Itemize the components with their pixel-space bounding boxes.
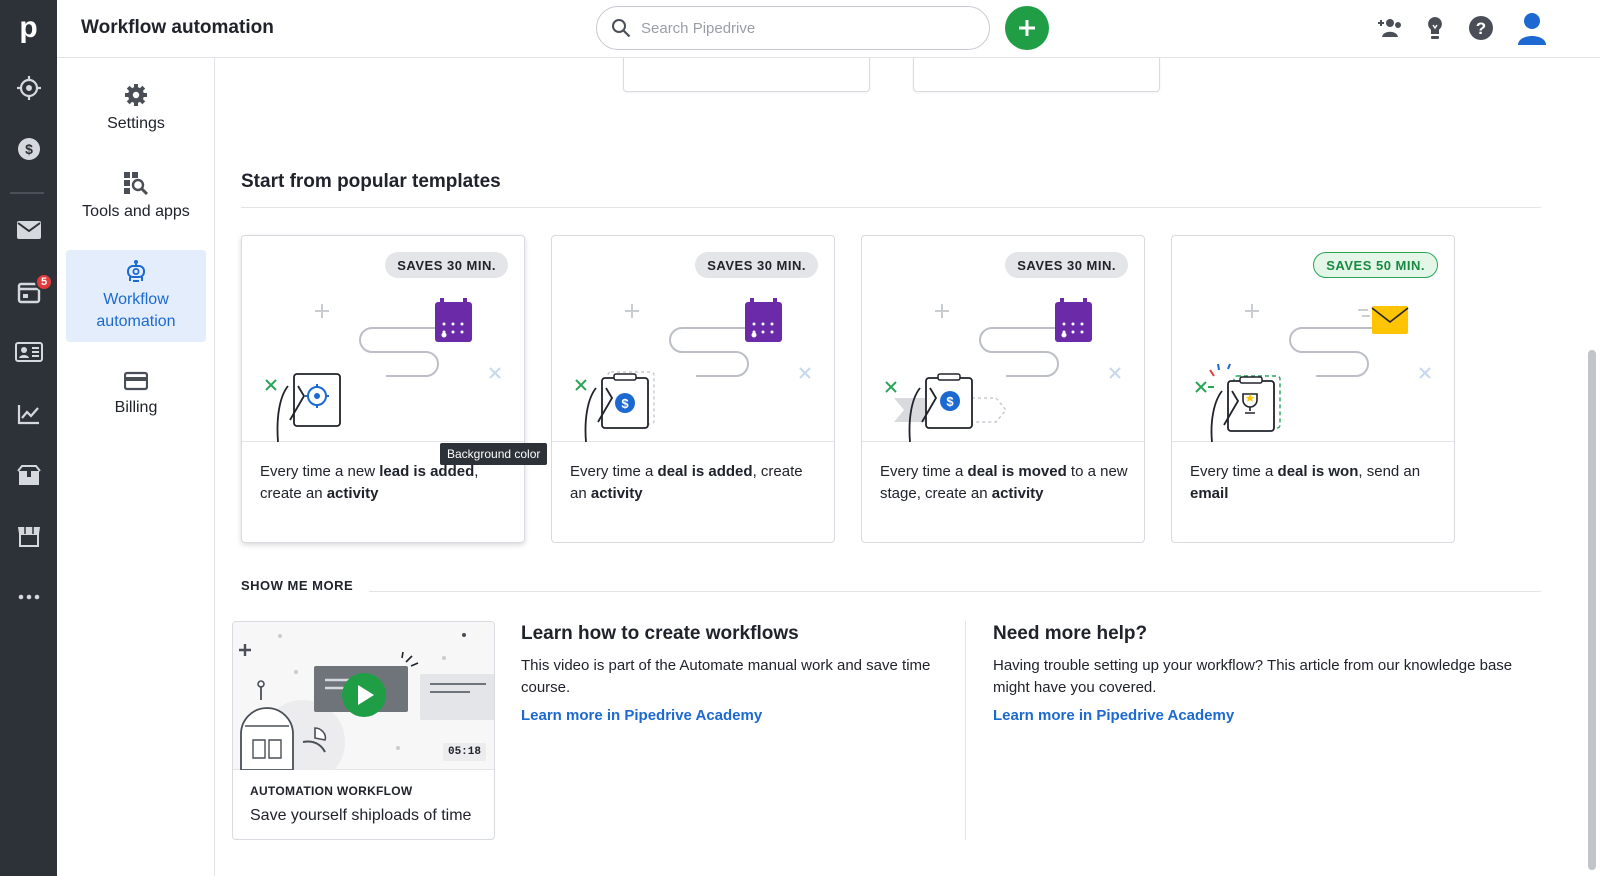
svg-text:$: $	[946, 394, 954, 409]
svg-text:$: $	[25, 141, 33, 157]
search-box[interactable]	[596, 6, 990, 50]
page-title: Workflow automation	[81, 17, 274, 38]
template-illustration: SAVES 30 MIN.	[242, 236, 524, 443]
lightbulb-icon[interactable]	[1417, 10, 1453, 46]
calendar-icon	[745, 298, 782, 342]
svg-text:$: $	[621, 396, 629, 411]
template-description: Every time a deal is added, create an ac…	[570, 463, 803, 502]
template-illustration: $ SAVES 30 MIN.	[862, 236, 1144, 443]
envelope-icon	[1371, 306, 1409, 334]
saves-time-badge: SAVES 30 MIN.	[1005, 252, 1128, 278]
logo-letter: p	[19, 11, 38, 44]
tooltip: Background color	[440, 443, 548, 465]
saves-time-badge: SAVES 50 MIN.	[1313, 252, 1438, 278]
add-icon	[1019, 20, 1035, 36]
search-icon	[612, 19, 631, 38]
target-icon[interactable]	[0, 66, 57, 110]
help-text: Having trouble setting up your workflow?…	[993, 657, 1513, 696]
template-description: Every time a deal is moved to a new stag…	[880, 463, 1128, 502]
template-illustration: $ SAVES 30 MIN.	[552, 236, 834, 443]
learn-section: Learn how to create workflows This video…	[521, 621, 941, 725]
main-nav-rail: p $ 5	[0, 0, 57, 876]
vertical-divider	[965, 621, 966, 840]
sidebar-item-label: Settings	[107, 115, 165, 132]
main-content: Start from popular templates SAVES 30 MI…	[215, 58, 1568, 876]
calendar-badge: 5	[35, 273, 53, 291]
video-category: AUTOMATION WORKFLOW	[250, 784, 413, 798]
invite-users-icon[interactable]	[1372, 10, 1408, 46]
credit-card-icon	[124, 371, 148, 391]
dollar-icon[interactable]: $	[0, 127, 57, 171]
products-icon[interactable]	[0, 453, 57, 497]
sidebar-item-label: Billing	[114, 399, 158, 416]
top-header: Workflow automation ?	[57, 0, 1600, 58]
pipedrive-logo[interactable]: p	[0, 0, 57, 56]
help-heading: Need more help?	[993, 623, 1148, 644]
sidebar-item-settings[interactable]: Settings	[66, 76, 206, 142]
template-card-lead-added[interactable]: SAVES 30 MIN. Every time a new lead is a…	[241, 235, 525, 543]
template-description: Every time a deal is won, send an email	[1190, 463, 1421, 502]
vertical-scrollbar[interactable]	[1588, 350, 1596, 870]
sidebar-item-label: Workflow automation	[96, 291, 176, 330]
sidebar-item-workflow-automation[interactable]: Workflow automation	[66, 250, 206, 342]
mail-icon[interactable]	[0, 208, 57, 252]
templates-heading: Start from popular templates	[241, 171, 501, 192]
workflow-card-partial[interactable]	[623, 58, 870, 92]
template-card-deal-moved[interactable]: $ SAVES 30 MIN. Every time a deal is mov…	[861, 235, 1145, 543]
show-more-heading: SHOW ME MORE	[241, 578, 354, 593]
template-card-deal-won[interactable]: SAVES 50 MIN. Every time a deal is won, …	[1171, 235, 1455, 543]
add-button[interactable]	[1005, 6, 1049, 50]
sidebar-item-tools[interactable]: Tools and apps	[66, 164, 206, 230]
saves-time-badge: SAVES 30 MIN.	[695, 252, 818, 278]
help-icon[interactable]: ?	[1463, 10, 1499, 46]
rail-divider	[10, 192, 44, 194]
more-icon[interactable]	[0, 575, 57, 619]
video-title[interactable]: Save yourself shiploads of time	[250, 807, 472, 824]
academy-link[interactable]: Learn more in Pipedrive Academy	[993, 707, 1235, 724]
template-illustration: SAVES 50 MIN.	[1172, 236, 1454, 443]
divider	[369, 591, 1541, 592]
insights-icon[interactable]	[0, 392, 57, 436]
calendar-icon[interactable]: 5	[0, 270, 57, 314]
calendar-icon	[435, 298, 472, 342]
svg-text:?: ?	[1476, 19, 1486, 38]
workflow-card-partial[interactable]	[913, 58, 1160, 92]
search-input[interactable]	[641, 19, 961, 37]
divider	[241, 207, 1541, 208]
learn-heading: Learn how to create workflows	[521, 623, 799, 644]
calendar-icon	[1055, 298, 1092, 342]
template-card-deal-added[interactable]: $ SAVES 30 MIN. Every time a deal is add…	[551, 235, 835, 543]
marketplace-icon[interactable]	[0, 514, 57, 558]
saves-time-badge: SAVES 30 MIN.	[385, 252, 508, 278]
learn-text: This video is part of the Automate manua…	[521, 657, 931, 696]
sidebar-item-billing[interactable]: Billing	[66, 362, 206, 428]
contacts-icon[interactable]	[0, 330, 57, 374]
template-description: Every time a new lead is added, create a…	[260, 463, 479, 502]
help-section: Need more help? Having trouble setting u…	[993, 621, 1523, 725]
robot-icon	[127, 260, 145, 282]
gear-icon	[125, 84, 147, 106]
settings-sidebar: Settings Tools and apps Workflow automat…	[57, 58, 215, 876]
user-avatar-icon[interactable]	[1514, 10, 1550, 46]
video-card[interactable]: 05:18 AUTOMATION WORKFLOW Save yourself …	[232, 621, 495, 840]
academy-link[interactable]: Learn more in Pipedrive Academy	[521, 707, 763, 724]
video-thumbnail[interactable]: 05:18	[233, 622, 494, 784]
sidebar-item-label: Tools and apps	[82, 203, 190, 220]
tools-icon	[124, 172, 149, 195]
video-duration: 05:18	[442, 743, 486, 761]
